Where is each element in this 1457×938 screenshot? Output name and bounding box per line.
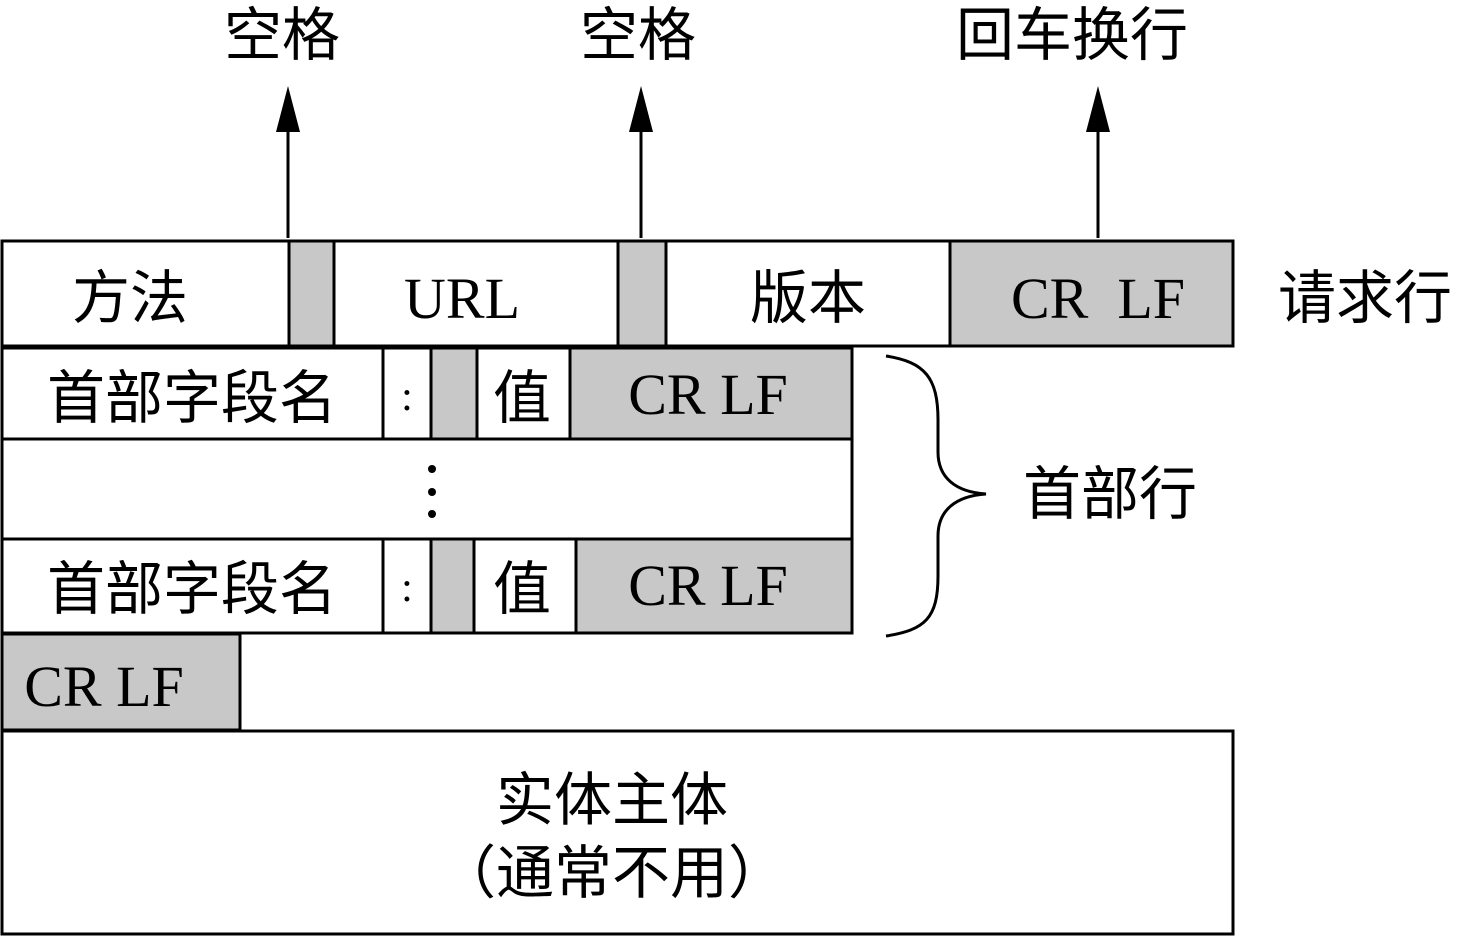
header-lines: 首部字段名 : 值 CR LF 首部字段名 : 值 CR LF bbox=[0, 346, 854, 635]
cell-version bbox=[664, 239, 952, 348]
cell-crlf-1 bbox=[568, 346, 854, 441]
text-crlf-1: CR LF bbox=[628, 362, 788, 427]
ellipsis-dot-icon bbox=[428, 510, 436, 518]
text-crlf-2: CR LF bbox=[628, 553, 788, 618]
cell-url bbox=[332, 239, 620, 348]
label-request-line: 请求行 bbox=[1278, 264, 1452, 332]
brace-icon bbox=[885, 354, 987, 638]
text-blank-line-crlf: CR LF bbox=[24, 654, 184, 719]
ellipsis-dot-icon bbox=[428, 465, 436, 473]
cell-ellipsis bbox=[0, 437, 854, 541]
arrow-head-icon bbox=[629, 86, 653, 132]
text-value-1: 值 bbox=[493, 364, 551, 432]
cell-value-2 bbox=[472, 537, 578, 635]
cell-space-1 bbox=[287, 239, 336, 348]
text-colon-2: : bbox=[401, 565, 413, 611]
request-line: 方法 URL 版本 CR LF bbox=[0, 239, 1235, 348]
label-space-2: 空格 bbox=[580, 1, 696, 69]
label-header-lines: 首部行 bbox=[1023, 460, 1197, 528]
cell-method bbox=[0, 239, 291, 348]
text-colon-1: : bbox=[401, 374, 413, 420]
label-space-1: 空格 bbox=[224, 1, 340, 69]
text-entity-body: 实体主体 bbox=[496, 766, 728, 834]
cell-entity-body bbox=[0, 729, 1235, 936]
cell-space-4 bbox=[429, 537, 476, 635]
text-value-2: 值 bbox=[493, 555, 551, 623]
arrow-space-1 bbox=[276, 86, 300, 238]
text-url: URL bbox=[404, 266, 520, 331]
cell-crlf-2 bbox=[574, 537, 854, 635]
text-entity-body-note: （通常不用） bbox=[438, 839, 786, 907]
text-field-name-2: 首部字段名 bbox=[47, 555, 337, 623]
ellipsis-dot-icon bbox=[428, 488, 436, 496]
cell-blank-line-crlf bbox=[0, 632, 242, 732]
label-crlf: 回车换行 bbox=[956, 1, 1188, 69]
cell-crlf bbox=[948, 239, 1235, 348]
cell-field-name-2 bbox=[0, 537, 385, 635]
arrow-crlf bbox=[1086, 86, 1110, 238]
text-method: 方法 bbox=[72, 264, 188, 332]
cell-colon-2 bbox=[381, 537, 433, 635]
cell-space-3 bbox=[429, 346, 479, 441]
text-field-name-1: 首部字段名 bbox=[47, 364, 337, 432]
arrow-head-icon bbox=[276, 86, 300, 132]
text-crlf: CR LF bbox=[1011, 266, 1185, 331]
text-version: 版本 bbox=[750, 264, 866, 332]
cell-space-2 bbox=[616, 239, 668, 348]
arrow-space-2 bbox=[629, 86, 653, 238]
arrow-head-icon bbox=[1086, 86, 1110, 132]
